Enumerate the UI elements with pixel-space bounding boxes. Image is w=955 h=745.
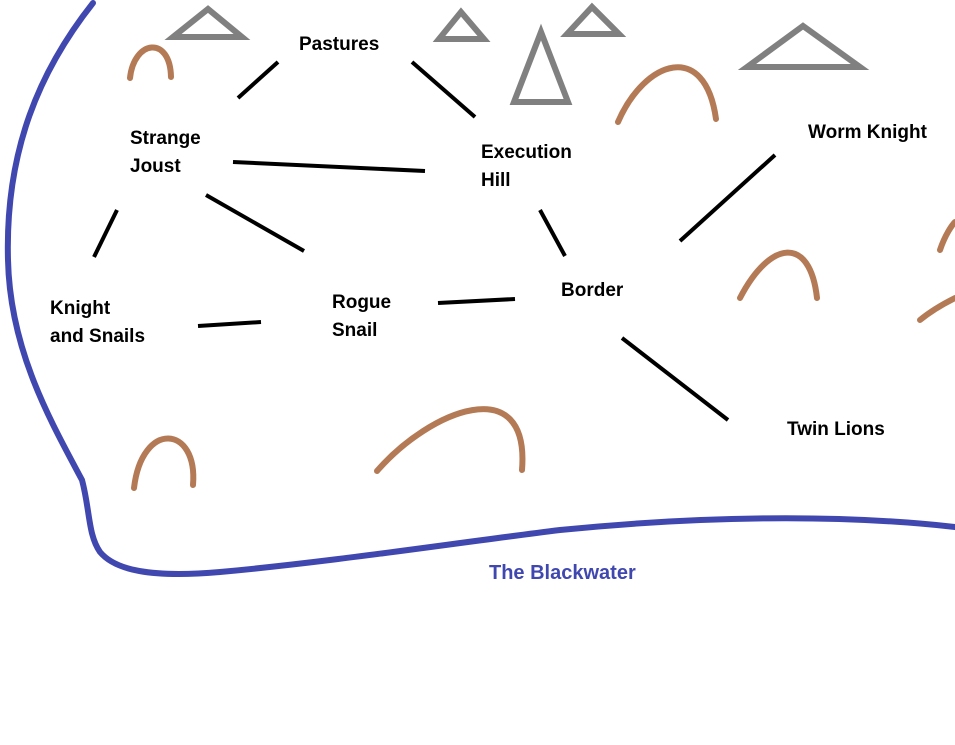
hill-icon	[937, 219, 955, 253]
location-rogue-snail-line2: Snail	[332, 320, 378, 341]
location-knight-and-snails-line2: and Snails	[50, 326, 146, 347]
river-label: The Blackwater	[489, 562, 636, 584]
location-pastures: Pastures	[299, 34, 380, 55]
mountain-icon	[560, 2, 627, 37]
connection-border-wormknight	[678, 153, 777, 243]
location-execution-hill-line1: Execution	[481, 142, 572, 163]
location-border: Border	[561, 280, 624, 301]
location-strange-joust-line2: Joust	[130, 156, 181, 177]
location-execution-hill: Execution Hill	[481, 139, 572, 195]
mountain-icon	[164, 5, 251, 40]
connection-executionhill-border	[538, 209, 567, 257]
location-twin-lions: Twin Lions	[787, 419, 885, 440]
mountain-icon	[737, 22, 870, 70]
location-execution-hill-line2: Hill	[481, 170, 511, 191]
connection-knightandsnails-roguesnail	[197, 320, 262, 328]
connection-pastures-executionhill	[410, 60, 477, 119]
mountain-icon	[509, 23, 573, 105]
location-rogue-snail: Rogue Snail	[332, 289, 391, 345]
location-knight-and-snails-line1: Knight	[50, 298, 111, 319]
connection-strangejoust-roguesnail	[205, 193, 305, 253]
location-worm-knight: Worm Knight	[808, 122, 927, 143]
connection-strangejoust-pastures	[236, 60, 280, 100]
location-strange-joust-line1: Strange	[130, 128, 201, 149]
location-knight-and-snails: Knight and Snails	[50, 295, 145, 351]
location-strange-joust: Strange Joust	[130, 125, 201, 181]
connection-roguesnail-border	[437, 297, 516, 305]
location-rogue-snail-line1: Rogue	[332, 292, 392, 313]
hill-icon	[917, 295, 955, 323]
hill-icon	[615, 64, 719, 125]
connection-strangejoust-executionhill	[232, 160, 426, 173]
hill-icon	[374, 406, 526, 474]
connection-border-twinlions	[620, 336, 730, 422]
mountain-icon	[432, 7, 491, 42]
river-blackwater	[4, 0, 955, 577]
connection-strangejoust-knightandsnails	[92, 209, 119, 258]
hill-icon	[127, 44, 174, 81]
hill-icon	[737, 249, 820, 301]
hill-icon	[131, 435, 197, 491]
